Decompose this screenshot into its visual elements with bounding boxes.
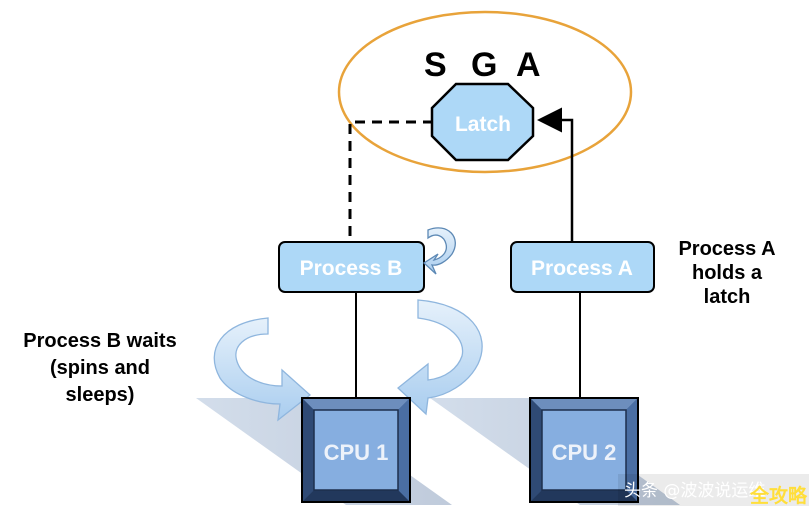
cpu-1 — [301, 397, 411, 503]
process-b-wait-connector — [348, 120, 433, 242]
process-b-note-line-2: (spins and — [50, 357, 150, 379]
latch-octagon — [430, 82, 535, 162]
sga-letter-a: A — [516, 46, 541, 84]
sga-letter-s: S — [424, 46, 447, 84]
process-a-hold-connector — [537, 107, 574, 242]
process-a-note-line-3: latch — [704, 286, 751, 308]
process-b-note-line-3: sleeps) — [66, 384, 135, 406]
cpu-2-label: CPU 2 — [552, 440, 617, 465]
process-a-label: Process A — [531, 257, 633, 280]
right-curved-arrow-icon — [397, 299, 483, 416]
watermark-logo: 全攻略 — [749, 484, 808, 507]
process-b-box — [278, 241, 425, 293]
process-a-note-line-2: holds a — [692, 262, 763, 284]
watermark-backdrop — [618, 474, 809, 506]
cpu-1-label: CPU 1 — [324, 440, 389, 465]
left-curved-arrow-icon — [213, 317, 312, 422]
process-a-note-line-1: Process A — [678, 238, 775, 260]
process-b-note-line-1: Process B waits — [23, 330, 176, 352]
process-b-label: Process B — [300, 257, 403, 280]
latch-label: Latch — [455, 113, 511, 136]
cpu-2 — [529, 397, 639, 503]
sga-letter-g: G — [471, 46, 497, 84]
watermark-text: 头条 @波波说运维 — [624, 481, 765, 501]
process-a-box — [510, 241, 655, 293]
spin-arrow-icon — [422, 227, 456, 275]
sga-ellipse — [337, 10, 633, 174]
